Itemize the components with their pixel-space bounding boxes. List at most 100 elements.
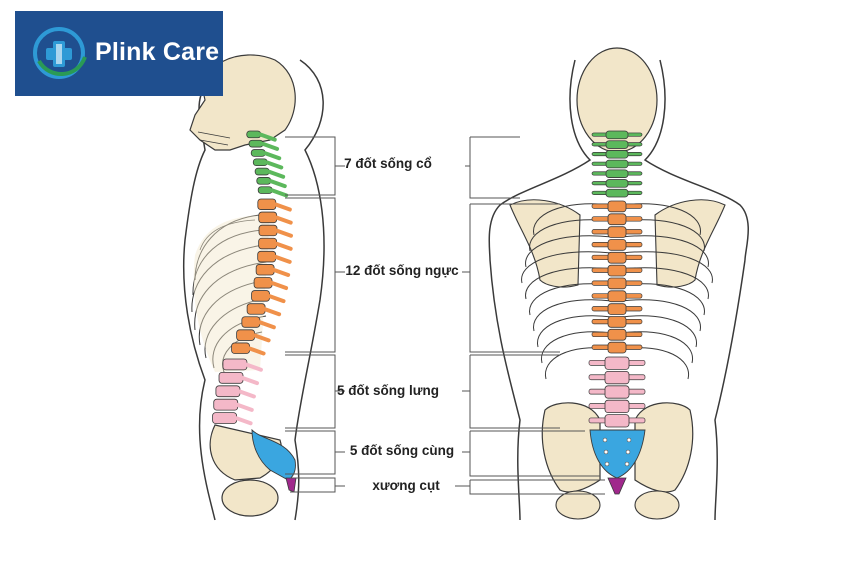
left-hip-joint: [555, 490, 601, 520]
side-vertebra-lumbar: [218, 371, 244, 384]
right-hip-joint: [634, 490, 680, 520]
side-process-cervical: [267, 169, 286, 179]
side-process-thoracic: [252, 333, 271, 343]
back-view-figure: [488, 47, 749, 521]
label-thoracic: 12 đốt sống ngực: [345, 263, 459, 278]
sacral-foramen: [625, 449, 631, 455]
back-vertebra-thoracic: [607, 277, 627, 290]
back-coccyx: [607, 477, 627, 495]
side-vertebra-lumbar: [213, 398, 239, 411]
side-spine: [212, 130, 297, 493]
sacral-foramen: [603, 449, 609, 455]
back-vertebra-thoracic: [607, 213, 627, 226]
side-vertebra-thoracic: [258, 211, 278, 224]
side-process-thoracic: [263, 307, 282, 317]
sacral-foramen: [626, 437, 632, 443]
side-vertebra-cervical: [250, 149, 266, 157]
side-vertebra-cervical: [252, 158, 268, 167]
side-vertebra-thoracic: [236, 329, 256, 341]
left-ilium: [541, 402, 601, 493]
side-process-lumbar: [235, 402, 254, 412]
side-process-thoracic: [274, 228, 293, 238]
side-vertebra-thoracic: [246, 303, 266, 315]
back-rib-left: [521, 251, 613, 284]
side-sacrum: [251, 428, 296, 481]
label-sacrum: 5 đốt sống cùng: [349, 443, 455, 458]
back-vertebra-thoracic: [607, 316, 627, 328]
side-vertebra-thoracic: [258, 224, 278, 237]
side-process-thoracic: [272, 267, 291, 277]
back-vertebra-cervical: [605, 169, 629, 178]
side-process-thoracic: [247, 346, 266, 356]
side-vertebra-cervical: [256, 177, 272, 185]
side-process-thoracic: [273, 254, 292, 264]
side-process-lumbar: [241, 376, 260, 386]
back-vertebra-thoracic: [607, 303, 627, 315]
side-process-cervical: [268, 179, 287, 189]
side-coccyx: [285, 477, 297, 493]
side-vertebra-thoracic: [257, 250, 277, 263]
back-vertebra-cervical: [605, 150, 629, 159]
side-process-cervical: [265, 160, 284, 170]
label-coccyx: xương cụt: [372, 478, 440, 493]
back-rib-right: [621, 235, 709, 268]
back-rib-left: [533, 299, 613, 332]
side-vertebra-cervical: [248, 139, 264, 148]
side-process-lumbar: [237, 389, 256, 399]
side-process-thoracic: [257, 320, 276, 330]
side-femur-head: [221, 479, 279, 517]
back-vertebra-cervical: [605, 179, 629, 188]
side-process-thoracic: [273, 202, 292, 212]
side-vertebra-thoracic: [251, 290, 270, 302]
side-vertebra-thoracic: [255, 264, 275, 276]
back-vertebra-cervical: [605, 188, 629, 198]
side-vertebra-thoracic: [253, 277, 273, 289]
callout-brackets: [285, 136, 605, 495]
right-ilium: [634, 402, 694, 493]
side-process-lumbar: [234, 416, 253, 426]
back-vertebra-lumbar: [604, 370, 630, 385]
back-rib-left: [537, 315, 613, 348]
side-process-thoracic: [274, 215, 293, 225]
back-vertebra-cervical: [605, 130, 629, 140]
back-vertebra-thoracic: [607, 251, 627, 264]
back-vertebra-cervical: [605, 159, 629, 169]
back-body-outline: [488, 59, 749, 521]
side-process-cervical: [270, 188, 289, 198]
side-vertebra-lumbar: [215, 385, 241, 398]
medical-cross-icon: [33, 27, 87, 79]
sacral-foramen: [604, 461, 610, 467]
side-body-outline: [182, 59, 325, 521]
side-process-lumbar: [244, 362, 263, 372]
side-process-cervical: [263, 151, 282, 161]
side-vertebra-thoracic: [231, 342, 250, 354]
side-vertebra-cervical: [254, 167, 270, 176]
back-vertebra-cervical: [605, 140, 629, 149]
back-vertebra-lumbar: [604, 356, 630, 370]
label-lumbar: 5 đốt sống lưng: [336, 383, 439, 398]
sacral-foramen: [602, 437, 608, 443]
brand-name: Plink Care: [95, 38, 220, 66]
back-vertebra-thoracic: [607, 290, 627, 303]
side-vertebra-cervical: [246, 130, 262, 139]
back-vertebra-lumbar: [604, 385, 630, 399]
side-vertebra-lumbar: [222, 358, 248, 371]
back-vertebra-thoracic: [607, 200, 627, 213]
back-vertebra-thoracic: [607, 328, 627, 341]
side-vertebra-thoracic: [241, 316, 261, 328]
back-spine: [588, 130, 646, 495]
left-scapula: [509, 199, 581, 288]
back-rib-right: [621, 299, 701, 332]
back-vertebra-thoracic: [607, 239, 627, 251]
side-process-thoracic: [274, 241, 293, 251]
side-vertebra-lumbar: [212, 412, 237, 424]
back-vertebra-lumbar: [604, 414, 630, 428]
side-process-thoracic: [270, 281, 289, 291]
side-vertebra-thoracic: [257, 198, 277, 210]
back-vertebra-thoracic: [607, 226, 627, 238]
back-rib-left: [525, 235, 613, 268]
side-process-cervical: [258, 132, 277, 142]
brand-logo: Plink Care: [15, 11, 223, 96]
